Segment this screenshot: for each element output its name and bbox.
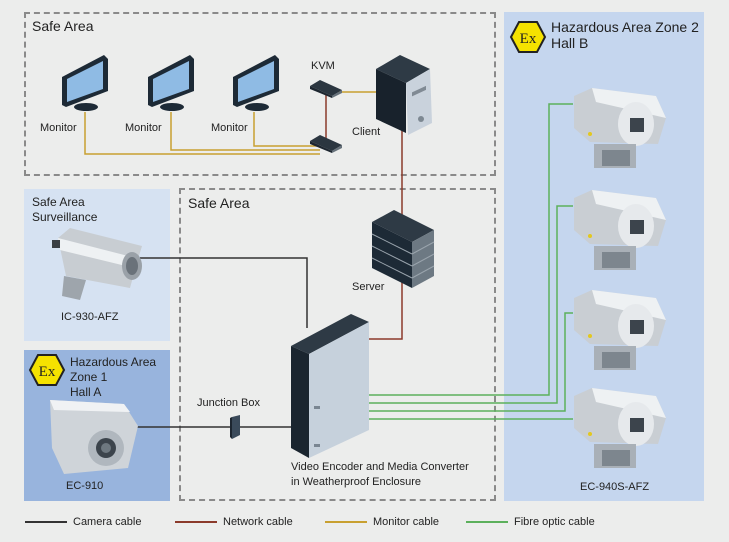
kvm-switch (310, 80, 342, 98)
client-label: Client (352, 126, 381, 138)
legend-label: Camera cable (73, 516, 142, 528)
fibre-cable-3 (368, 312, 573, 412)
client-tower (376, 55, 432, 135)
monitor-1 (62, 55, 108, 111)
safe-area-surveillance-title: Safe Area Surveillance (32, 195, 98, 224)
legend-line-fibre (466, 521, 508, 523)
camera-ec940s-label: EC-940S-AFZ (580, 481, 650, 493)
monitor-2-label: Monitor (125, 122, 162, 134)
camera-ec940s-1 (574, 88, 666, 168)
safe-area-top-title: Safe Area (32, 18, 94, 34)
monitor-cable-3 (253, 112, 318, 147)
server-rack (371, 210, 435, 288)
hazard-zone2-title: Hazardous Area Zone 2 Hall B (551, 19, 699, 51)
legend-network-cable: Network cable (175, 516, 293, 528)
legend-line-camera (25, 521, 67, 523)
camera-ec910-label: EC-910 (66, 480, 104, 492)
monitor-3 (233, 55, 279, 111)
safe-area-center-zone (179, 188, 496, 501)
monitor-2 (148, 55, 194, 111)
camera-ic930 (52, 228, 142, 300)
ex-badge-zone2: Ex (509, 20, 547, 54)
junction-box (230, 415, 240, 439)
encoder-enclosure (291, 314, 369, 458)
monitor-cable-2 (170, 112, 320, 151)
svg-text:Ex: Ex (39, 364, 56, 380)
legend-fibre-cable: Fibre optic cable (466, 516, 595, 528)
ex-badge-zone1: Ex (28, 353, 66, 387)
kvm-extender (310, 135, 342, 153)
network-cable-server-encoder (368, 272, 403, 340)
legend-label: Monitor cable (373, 516, 440, 528)
camera-ec940s-2 (574, 190, 666, 270)
camera-ic930-label: IC-930-AFZ (61, 311, 119, 323)
legend-monitor-cable: Monitor cable (325, 516, 439, 528)
legend-line-network (175, 521, 217, 523)
camera-ec910 (50, 400, 138, 474)
camera-cable-ic930 (140, 257, 308, 328)
safe-area-center-title: Safe Area (188, 195, 250, 211)
ex-hexagon-icon: Ex (28, 354, 66, 386)
encoder-label: Video Encoder and Media Converter in Wea… (291, 461, 469, 488)
kvm-label: KVM (311, 60, 335, 72)
server-label: Server (352, 281, 385, 293)
fibre-cable-1 (368, 103, 573, 396)
ex-hexagon-icon: Ex (509, 21, 547, 53)
fibre-cable-2 (368, 205, 573, 404)
monitor-1-label: Monitor (40, 122, 77, 134)
hazard-zone1-title: Hazardous Area Zone 1 Hall A (70, 355, 157, 399)
monitor-cable-1 (84, 112, 320, 155)
svg-text:Ex: Ex (520, 31, 537, 47)
legend-line-monitor (325, 521, 367, 523)
camera-ec940s-3 (574, 290, 666, 370)
monitor-3-label: Monitor (211, 122, 248, 134)
legend-camera-cable: Camera cable (25, 516, 141, 528)
legend-label: Fibre optic cable (514, 516, 595, 528)
safe-area-top-zone (24, 12, 496, 176)
legend-label: Network cable (223, 516, 293, 528)
camera-ec940s-4 (574, 388, 666, 468)
junction-box-label: Junction Box (197, 397, 260, 409)
